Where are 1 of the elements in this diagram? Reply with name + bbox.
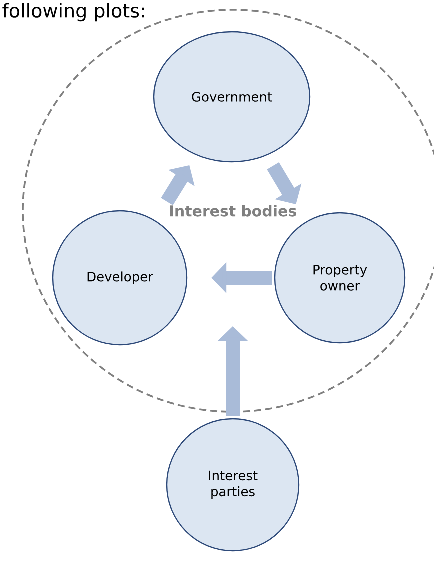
block-arrow bbox=[267, 162, 302, 204]
